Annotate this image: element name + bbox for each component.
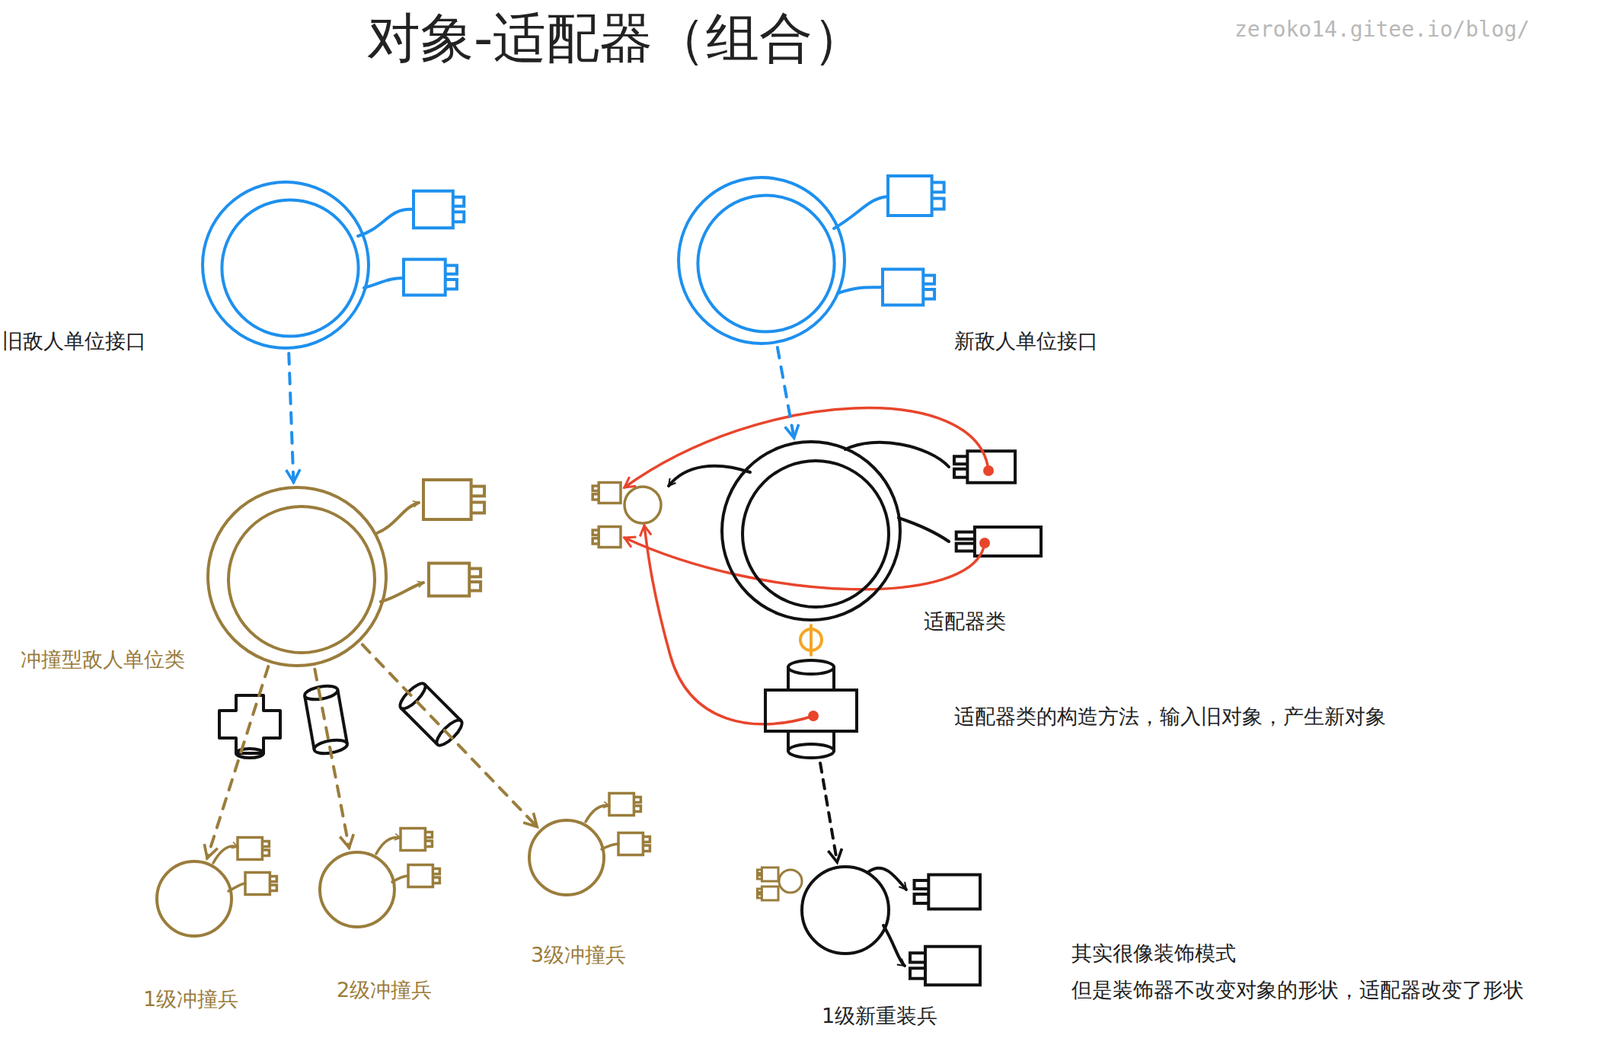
- node-outline: [526, 817, 607, 898]
- connector-pieces: [219, 680, 466, 758]
- new-interface-plugs: [833, 175, 945, 306]
- outline-shape: [678, 177, 845, 344]
- plug-icon: [423, 479, 485, 520]
- plug-icon: [403, 259, 457, 296]
- plug-icon: [592, 482, 621, 504]
- node-label: 适配器类的构造方法，输入旧对象，产生新对象: [954, 704, 1387, 729]
- plug-icon: [400, 828, 432, 851]
- connector: [362, 644, 537, 827]
- plug-icon: [408, 865, 440, 888]
- plug-icon: [245, 872, 277, 895]
- plug-icon: [910, 946, 981, 985]
- node-label: 新敌人单位接口: [954, 328, 1099, 354]
- node-label: 1级冲撞兵: [143, 986, 239, 1012]
- wire: [883, 925, 905, 966]
- outline-shape: [319, 852, 395, 927]
- note-text: 其实很像装饰模式: [1071, 941, 1236, 966]
- wire: [376, 502, 419, 534]
- node-label: 适配器类: [923, 609, 1006, 634]
- red-dot: [979, 537, 991, 549]
- diagram-title: 对象-适配器（组合）: [367, 6, 866, 71]
- outline-shape: [529, 820, 604, 895]
- outline-shape: [801, 866, 889, 954]
- wrapped-circle: [779, 869, 802, 893]
- red-arrow: [624, 537, 985, 590]
- red-dot: [983, 465, 994, 476]
- wire: [837, 287, 883, 294]
- pipe-piece: [303, 683, 349, 756]
- wire: [668, 466, 751, 486]
- class-node: 适配器类: [719, 439, 903, 623]
- class-node: 3级冲撞兵: [526, 817, 607, 898]
- node-outline: [676, 175, 847, 346]
- red-arrow: [644, 525, 814, 725]
- plug-icon: [756, 886, 779, 901]
- outline-shape: [202, 182, 369, 349]
- wire: [833, 196, 888, 229]
- outline-shape: [765, 660, 857, 758]
- wire: [376, 837, 401, 854]
- node-label: 3级冲撞兵: [530, 942, 626, 968]
- node-outline: [799, 864, 892, 956]
- class-node: 旧敌人单位接口: [200, 179, 371, 351]
- connector: [314, 669, 349, 848]
- plug-icon: [428, 562, 481, 596]
- plug-icon: [237, 837, 269, 860]
- red-dot: [807, 710, 819, 722]
- wrapped-circle: [624, 486, 662, 524]
- class-node: 1级新重装兵: [799, 864, 892, 956]
- wire: [898, 517, 949, 542]
- connector: [820, 763, 837, 863]
- node-outline: [317, 849, 397, 930]
- connector: [288, 353, 294, 483]
- connector: [809, 625, 813, 655]
- class-node: 1级冲撞兵: [154, 859, 234, 939]
- outline-shape: [156, 861, 232, 936]
- watermark: zeroko14.gitee.io/blog/: [1234, 16, 1530, 43]
- connector: [777, 347, 795, 438]
- node-label: 冲撞型敌人单位类: [20, 647, 186, 672]
- plug-icon: [914, 875, 981, 910]
- mapping-arrows: [624, 408, 989, 725]
- constructor-node: 适配器类的构造方法，输入旧对象，产生新对象: [761, 657, 861, 761]
- wire: [213, 846, 238, 863]
- plug-icon: [756, 867, 779, 882]
- node-outline: [154, 859, 234, 939]
- red-dots: [807, 465, 994, 722]
- class-node: 新敌人单位接口: [676, 175, 847, 346]
- node-label: 旧敌人单位接口: [2, 328, 147, 354]
- outline-shape: [721, 441, 901, 620]
- class-plugs: [376, 479, 485, 602]
- plug-icon: [956, 526, 1042, 556]
- node-outline: [205, 485, 389, 668]
- node-outline: [761, 657, 861, 761]
- node-label: 2级冲撞兵: [336, 977, 432, 1003]
- soldier-plugs: [213, 793, 650, 895]
- plug-icon: [882, 269, 935, 306]
- outline-shape: [207, 487, 387, 666]
- wire: [585, 805, 610, 822]
- node-label: 1级新重装兵: [821, 1003, 938, 1029]
- new-soldier-wrapped: [756, 867, 802, 901]
- class-node: 2级冲撞兵: [317, 849, 397, 930]
- wire: [357, 209, 414, 237]
- plug-icon: [887, 175, 945, 216]
- node-outline: [200, 179, 371, 351]
- node-outline: [719, 439, 903, 623]
- wire: [845, 442, 949, 467]
- plug-icon: [609, 793, 641, 816]
- red-arrow: [624, 408, 989, 488]
- plug-icon: [413, 191, 464, 229]
- plug-icon: [592, 526, 621, 548]
- plug-icon: [618, 833, 650, 856]
- class-node: 冲撞型敌人单位类: [205, 485, 389, 668]
- note-text: 但是装饰器不改变对象的形状，适配器改变了形状: [1071, 977, 1524, 1003]
- wire: [364, 277, 404, 288]
- old-interface-plugs: [357, 191, 464, 296]
- connector: [207, 666, 269, 859]
